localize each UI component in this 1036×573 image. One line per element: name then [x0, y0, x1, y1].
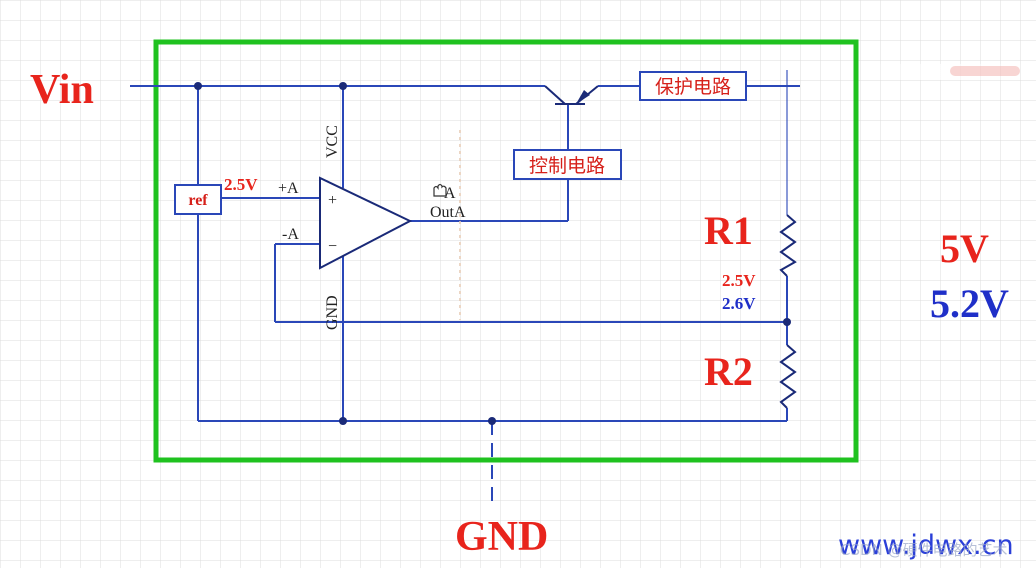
opamp-minus-label: -A	[282, 226, 299, 243]
control-circuit-box	[513, 149, 622, 180]
regulator-frame	[153, 39, 859, 463]
glare-streak-red	[950, 66, 1020, 76]
junction-dot-vcc	[339, 82, 347, 90]
junction-dot-gnd-left	[339, 417, 347, 425]
hand-cursor-icon	[433, 183, 447, 197]
resistor-r1	[779, 214, 797, 277]
opamp-gnd-label: GND	[324, 295, 341, 330]
output-5v-label: 5V	[940, 226, 989, 271]
opamp-plus-label: +A	[278, 180, 299, 197]
vin-label: Vin	[30, 67, 94, 113]
r2-label: R2	[704, 349, 753, 394]
opamp-plus-sign: +	[328, 192, 337, 209]
output-5-2v-label: 5.2V	[930, 281, 1009, 326]
protection-circuit-label: 保护电路	[655, 76, 731, 98]
opamp-triangle	[319, 176, 413, 270]
ref-box	[174, 184, 222, 215]
gnd-label: GND	[455, 514, 548, 560]
ref-voltage-label: 2.5V	[224, 175, 258, 194]
protection-circuit-box	[639, 71, 747, 101]
opamp-vcc-label: VCC	[324, 125, 341, 158]
node-2-5v-label: 2.5V	[722, 271, 756, 290]
junction-dot-ref	[194, 82, 202, 90]
watermark-csdn: CSDN @硬件电路的艺术	[840, 541, 1008, 559]
r1-label: R1	[704, 208, 753, 253]
junction-dot-gnd-mid	[488, 417, 496, 425]
control-circuit-label: 控制电路	[529, 155, 605, 177]
opamp-output-label: OutA	[430, 204, 466, 221]
node-2-6v-label: 2.6V	[722, 294, 756, 313]
resistor-r2	[779, 344, 797, 409]
junction-dot-feedback	[783, 318, 791, 326]
pass-transistor	[544, 85, 599, 105]
watermark-site: www.jdwx.cn	[838, 530, 1014, 561]
opamp-pin-mark: A	[444, 185, 456, 202]
ref-box-label: ref	[188, 192, 208, 209]
opamp-minus-sign: −	[328, 238, 337, 255]
